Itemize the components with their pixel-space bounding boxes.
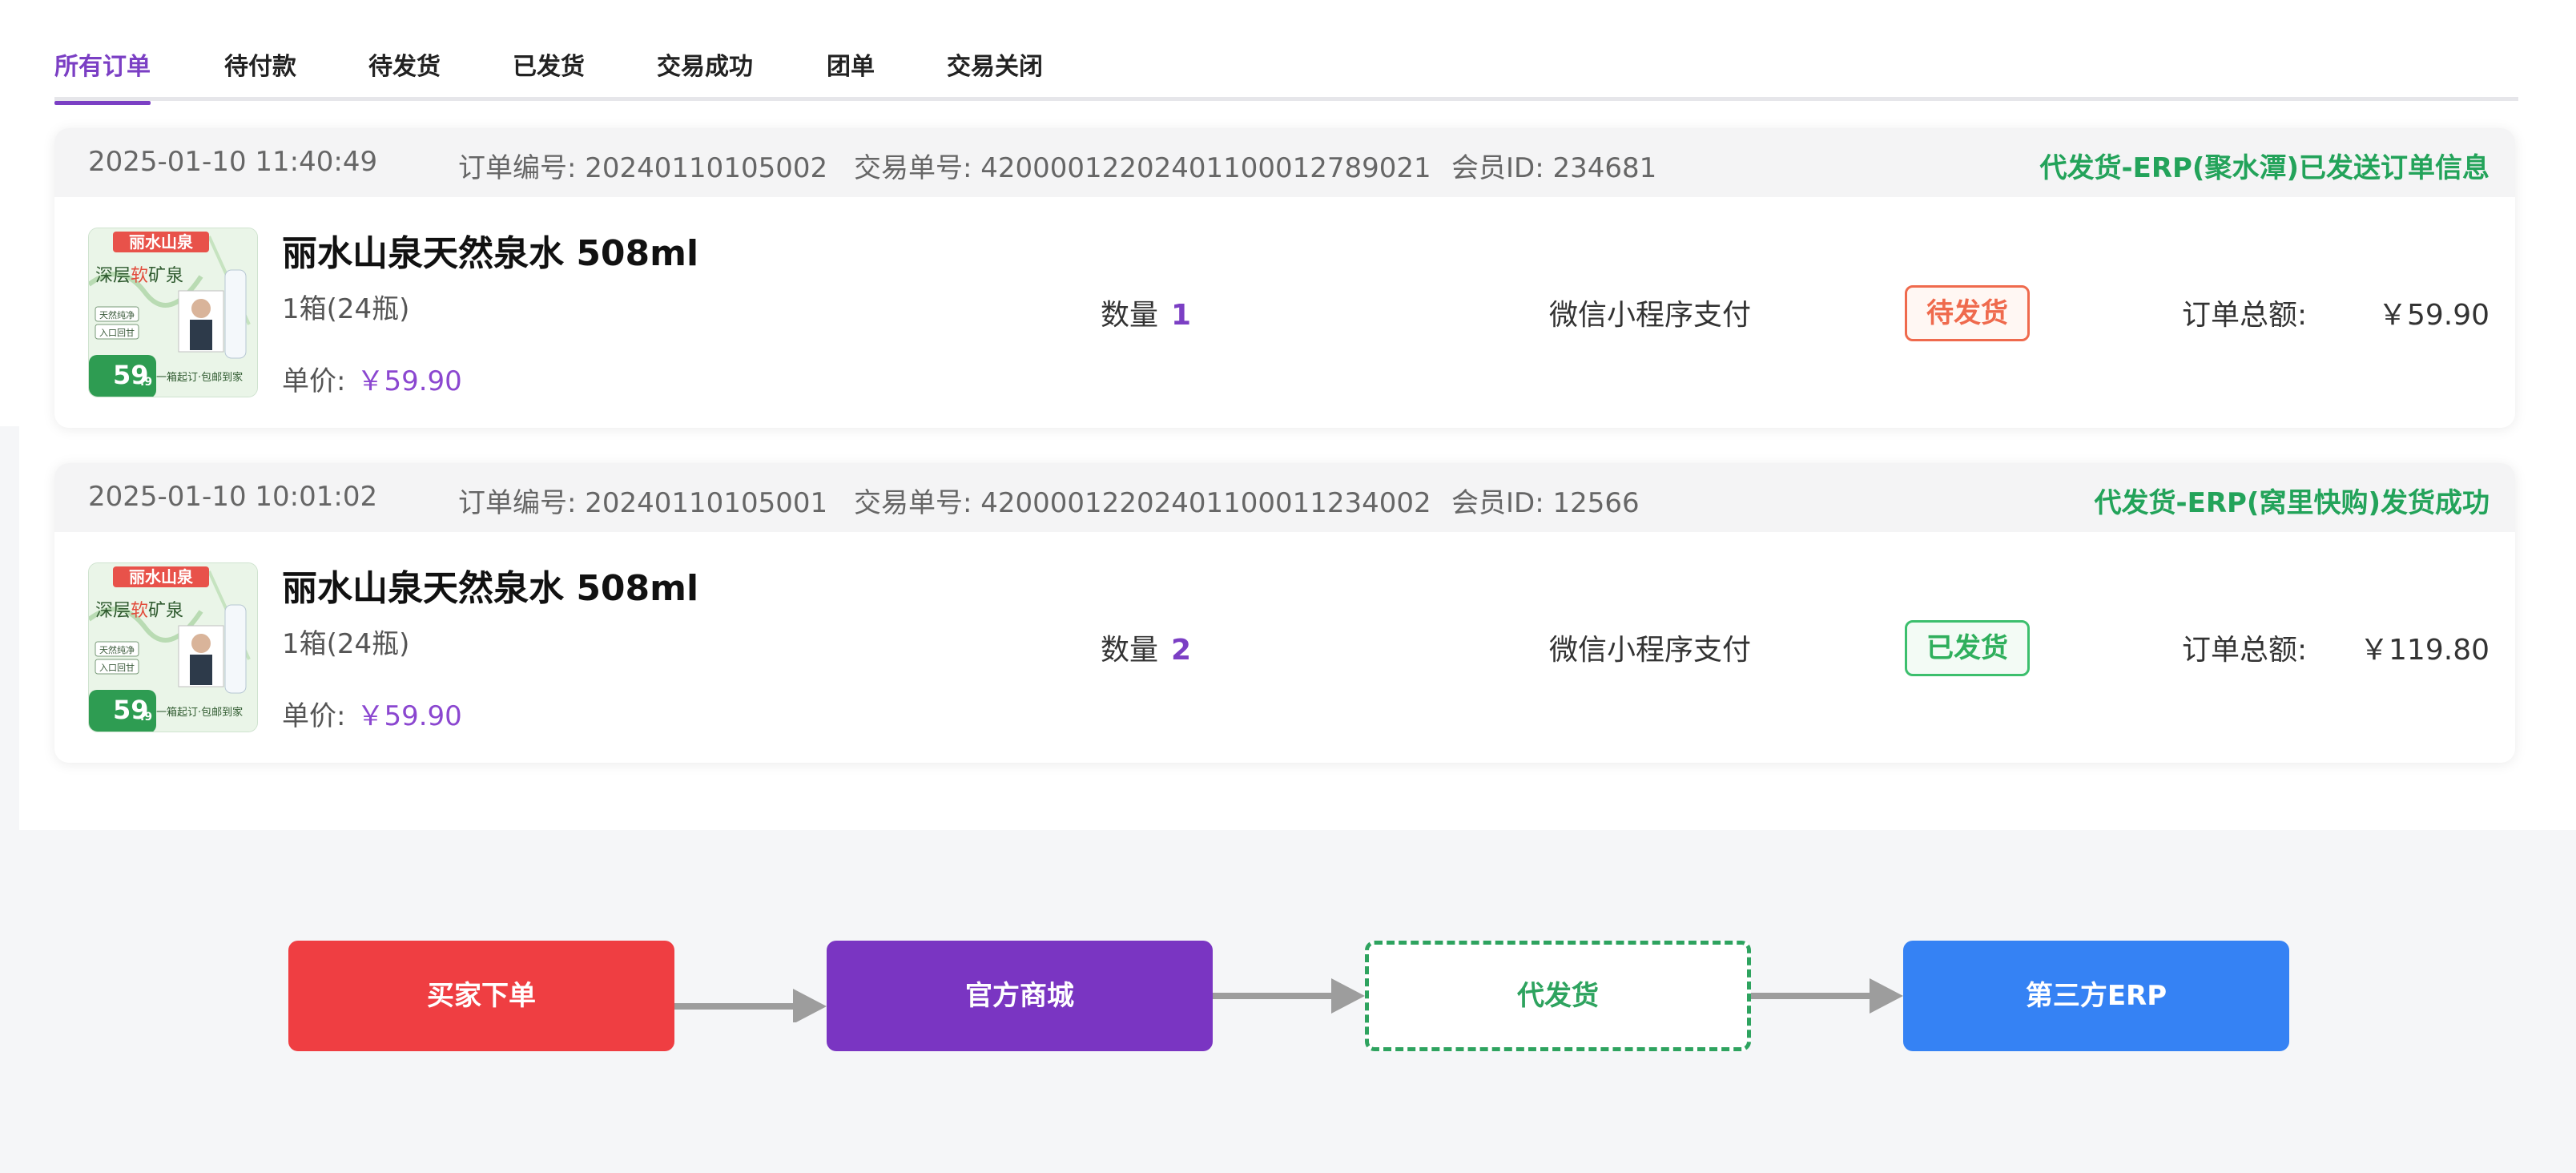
- product-spec: 1箱(24瓶): [282, 628, 410, 660]
- tag-1: 天然纯净: [99, 309, 135, 320]
- order-number: 订单编号: 20240110105001: [458, 487, 828, 519]
- status-badge: 待发货: [1905, 285, 2030, 341]
- order-datetime: 2025-01-10 10:01:02: [88, 481, 378, 513]
- promo-text: 一箱起订·包邮到家: [156, 706, 243, 719]
- order-status-tabs: 所有订单 待付款 待发货 已发货 交易成功 团单 交易关闭: [54, 0, 2518, 105]
- order-card[interactable]: 2025-01-10 11:40:49 订单编号: 20240110105002…: [54, 128, 2515, 428]
- quantity: 数量 1: [1101, 292, 1191, 333]
- order-total-label: 订单总额:: [2182, 299, 2308, 332]
- brand-label: 丽水山泉: [129, 232, 194, 252]
- quantity-label: 数量: [1101, 634, 1159, 667]
- quantity-value: 1: [1171, 299, 1192, 332]
- erp-status-notice: 代发货-ERP(聚水潭)已发送订单信息: [2039, 152, 2489, 184]
- order-card-header: 2025-01-10 10:01:02 订单编号: 20240110105001…: [54, 463, 2515, 532]
- status-badge: 已发货: [1905, 620, 2030, 676]
- brand-label: 丽水山泉: [129, 567, 194, 586]
- headline-b: 软: [131, 266, 148, 286]
- product-spec: 1箱(24瓶): [282, 293, 410, 325]
- order-card-header: 2025-01-10 11:40:49 订单编号: 20240110105002…: [54, 128, 2515, 197]
- promo-text: 一箱起订·包邮到家: [156, 371, 243, 384]
- image-price: 59: [113, 360, 149, 390]
- flow-arrow-2: [1213, 978, 1365, 1014]
- flow-arrow-3: [1751, 978, 1903, 1014]
- tab-completed[interactable]: 交易成功: [657, 53, 753, 81]
- headline-b: 软: [131, 601, 148, 621]
- flow-step-dropship: 代发货: [1365, 941, 1751, 1051]
- product-name[interactable]: 丽水山泉天然泉水 508ml: [282, 568, 699, 609]
- member-id: 会员ID: 12566: [1451, 487, 1640, 519]
- flow-step-official-mall: 官方商城: [827, 941, 1213, 1051]
- flow-step-buyer-order: 买家下单: [288, 941, 674, 1051]
- product-image[interactable]: 丽水山泉 深层 软 矿泉 天然纯净 入口回甘 59 .9 一箱起订·包邮到家: [88, 562, 258, 732]
- flow-arrow-1: [674, 989, 827, 1022]
- order-datetime: 2025-01-10 11:40:49: [88, 146, 378, 178]
- product-image-art: 丽水山泉 深层 软 矿泉 天然纯净 入口回甘 59 .9 一箱起订·包邮到家: [89, 228, 257, 397]
- tab-all-orders[interactable]: 所有订单: [54, 46, 151, 105]
- unit-price-value: ￥59.90: [356, 700, 462, 732]
- unit-price-value: ￥59.90: [356, 365, 462, 397]
- payment-method: 微信小程序支付: [1549, 299, 1752, 332]
- image-price: 59: [113, 695, 149, 725]
- tag-2: 入口回甘: [99, 663, 135, 673]
- tag-2: 入口回甘: [99, 328, 135, 338]
- unit-price-label: 单价:: [282, 365, 346, 397]
- headline-a: 深层: [95, 266, 131, 286]
- trade-number: 交易单号: 4200001220240110001123400​2: [854, 487, 1431, 519]
- quantity-value: 2: [1171, 634, 1192, 667]
- quantity-label: 数量: [1101, 299, 1159, 332]
- order-total-label: 订单总额:: [2182, 634, 2308, 667]
- headline-c: 矿泉: [148, 601, 183, 621]
- order-total-value: ￥59.90: [2377, 299, 2489, 332]
- order-total-value: ￥119.80: [2360, 634, 2489, 667]
- tab-closed[interactable]: 交易关闭: [947, 53, 1043, 81]
- tab-pending-shipment[interactable]: 待发货: [368, 53, 441, 81]
- image-price-decimal: .9: [140, 376, 152, 389]
- headline-c: 矿泉: [148, 266, 183, 286]
- order-card[interactable]: 2025-01-10 10:01:02 订单编号: 20240110105001…: [54, 463, 2515, 763]
- unit-price: 单价: ￥59.90: [282, 359, 462, 398]
- unit-price-label: 单价:: [282, 700, 346, 732]
- erp-status-notice: 代发货-ERP(窝里快购)发货成功: [2094, 487, 2489, 519]
- tab-pending-payment[interactable]: 待付款: [224, 53, 296, 81]
- trade-number: 交易单号: 4200001220240110001278902​1: [854, 152, 1431, 184]
- tab-group-orders[interactable]: 团单: [827, 53, 875, 81]
- image-price-decimal: .9: [140, 711, 152, 724]
- order-number: 订单编号: 20240110105002: [458, 152, 828, 184]
- member-id: 会员ID: 234681: [1451, 152, 1657, 184]
- tag-1: 天然纯净: [99, 644, 135, 655]
- payment-method: 微信小程序支付: [1549, 634, 1752, 667]
- product-name[interactable]: 丽水山泉天然泉水 508ml: [282, 233, 699, 274]
- flow-step-third-party-erp: 第三方ERP: [1903, 941, 2289, 1051]
- product-image[interactable]: 丽水山泉 深层 软 矿泉 天然纯净 入口回甘 59 .9 一箱起订·包邮到家: [88, 228, 258, 397]
- product-image-art: 丽水山泉 深层 软 矿泉 天然纯净 入口回甘 59 .9 一箱起订·包邮到家: [89, 563, 257, 732]
- quantity: 数量 2: [1101, 627, 1191, 668]
- unit-price: 单价: ￥59.90: [282, 694, 462, 733]
- headline-a: 深层: [95, 601, 131, 621]
- tab-shipped[interactable]: 已发货: [513, 53, 585, 81]
